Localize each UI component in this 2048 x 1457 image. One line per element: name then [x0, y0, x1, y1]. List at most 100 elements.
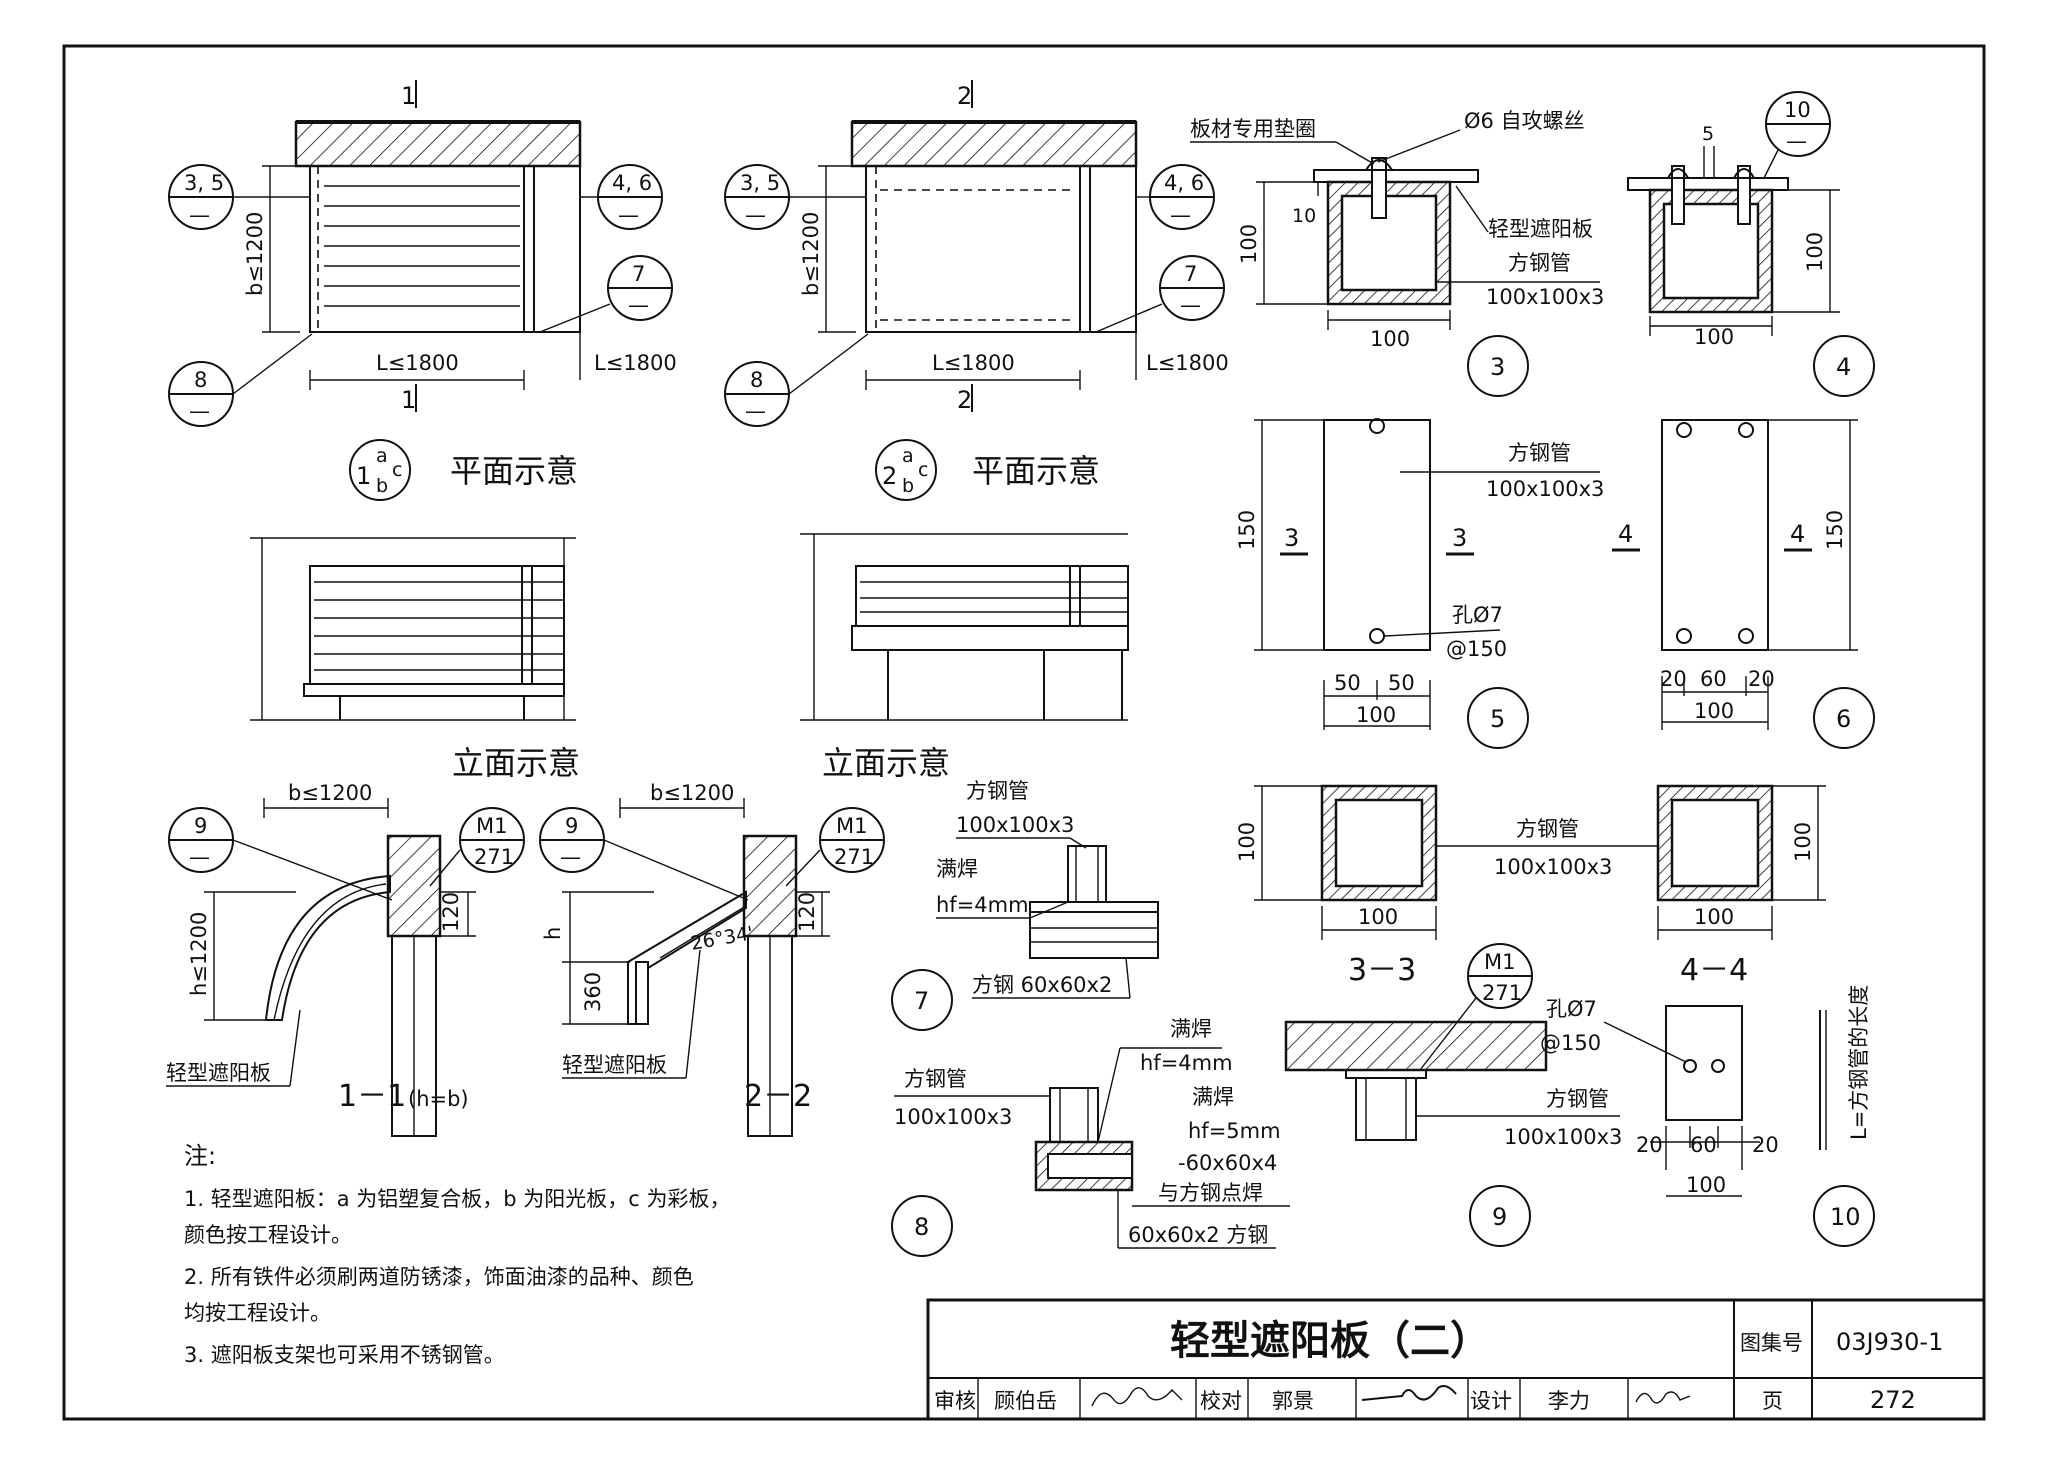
atlas-label: 图集号: [1740, 1331, 1803, 1355]
d10-dim-20a: 20: [1636, 1133, 1663, 1157]
d5-hole: 孔Ø7: [1452, 603, 1503, 627]
d7-small-tube-label: 方钢 60x60x2: [972, 973, 1112, 997]
plan2-dim-l2: L≤1800: [1146, 351, 1229, 375]
d9-m1-bottom: 271: [1482, 981, 1522, 1005]
d3-dim-10: 10: [1292, 205, 1316, 227]
d5-sec-right: 3: [1452, 524, 1467, 552]
section-1-1: b≤1200 h≤1200 120 9 — M1 271 轻型遮阳板 1－1 (…: [166, 781, 525, 1137]
d8-spot: 与方钢点焊: [1158, 1181, 1263, 1205]
plan1-label: 平面示意: [450, 452, 578, 490]
d4-callout-10-num: 10: [1784, 98, 1811, 122]
d10-hole: 孔Ø7: [1546, 997, 1597, 1021]
plan1-callout-right-top: 4, 6: [612, 171, 652, 195]
d5-dim-50b: 50: [1388, 671, 1415, 695]
page-label: 页: [1762, 1389, 1783, 1413]
d5-dim-50a: 50: [1334, 671, 1361, 695]
s44-tube: 方钢管: [1516, 817, 1579, 841]
d5-hole-spacing: @150: [1446, 637, 1507, 661]
d8-tube-size: 100x100x3: [894, 1105, 1012, 1129]
detail-10: 孔Ø7 @150 20 60 20 100 L=方钢管的长度 10: [1540, 985, 1875, 1247]
d3-num: 3: [1490, 353, 1505, 381]
d4-callout-10-dash: —: [1786, 129, 1807, 153]
d3-washer: 板材专用垫圈: [1190, 117, 1316, 141]
plan2-symbol-num: 2: [882, 462, 897, 490]
d3-screw: Ø6 自攻螺丝: [1464, 109, 1585, 133]
s44-label: 4－4: [1680, 953, 1748, 988]
section-3-3: 100 100 3－3: [1235, 784, 1438, 988]
designer-signature: [1635, 1391, 1691, 1404]
designer: 李力: [1548, 1389, 1590, 1413]
plan1-symbol-b: b: [376, 475, 388, 497]
d6-plate: [1661, 419, 1769, 651]
plan2-symbol-b: b: [902, 475, 914, 497]
sec22-callout-9-num: 9: [565, 814, 578, 838]
d3-panel: 轻型遮阳板: [1488, 217, 1593, 241]
d10-num: 10: [1830, 1203, 1861, 1231]
d6-dim-100: 100: [1694, 699, 1734, 723]
sec22-callout-9-dash: —: [560, 845, 581, 869]
plan2-callout-7-num: 7: [1184, 262, 1197, 286]
d7-small-tube: [1029, 911, 1159, 959]
plan-2: 2 2 b≤1200 L≤1800 L≤1800 3, 5 — 4, 6 — 7…: [724, 80, 1229, 501]
d4-dim-100h: 100: [1694, 325, 1734, 349]
d9-tube-label: 方钢管: [1546, 1087, 1609, 1111]
d7-tube: 方钢管: [966, 779, 1029, 803]
d9-marker: [1469, 1185, 1531, 1247]
notes-line-1: 1. 轻型遮阳板：a 为铝塑复合板，b 为阳光板，c 为彩板，: [184, 1187, 730, 1211]
d8-num: 8: [914, 1213, 929, 1241]
plan2-dim-b: b≤1200: [799, 212, 823, 296]
d9-tube-size: 100x100x3: [1504, 1125, 1622, 1149]
plan2-symbol-a: a: [902, 445, 914, 467]
s33-dim-100h: 100: [1358, 905, 1398, 929]
d5-plate: [1323, 419, 1431, 651]
sec22-dim-360: 360: [581, 972, 605, 1012]
notes: 注: 1. 轻型遮阳板：a 为铝塑复合板，b 为阳光板，c 为彩板， 颜色按工程…: [184, 1142, 730, 1367]
plan1-callout-left-top: 3, 5: [184, 171, 224, 195]
d8-hf2: hf=5mm: [1188, 1119, 1281, 1143]
sec22-panel-label: 轻型遮阳板: [562, 1053, 667, 1077]
d6-sec-left: 4: [1618, 520, 1633, 548]
d8-plate: -60x60x4: [1178, 1151, 1277, 1175]
plan1-sec-top: 1: [401, 82, 416, 110]
plan2-callout-left-top: 3, 5: [740, 171, 780, 195]
plan2-sec-bottom: 2: [957, 386, 972, 414]
plan1-dim-b: b≤1200: [243, 212, 267, 296]
d8-marker: [891, 1195, 953, 1257]
d6-num: 6: [1836, 705, 1851, 733]
elev1-label: 立面示意: [452, 744, 580, 782]
detail-5: 150 3 3 方钢管 100x100x3 孔Ø7 @150 50 50 100…: [1235, 418, 1604, 749]
plan2-callout-left-dash: —: [745, 203, 766, 227]
d7-hf: hf=4mm: [936, 893, 1029, 917]
d10-plate: [1665, 1005, 1743, 1121]
s33-dim-100v: 100: [1235, 822, 1259, 862]
d6-sec-right: 4: [1790, 520, 1805, 548]
sec11-note: (h=b): [408, 1087, 469, 1111]
d6-dim-20b: 20: [1748, 667, 1775, 691]
elev2-panel: [855, 565, 1129, 627]
d5-num: 5: [1490, 705, 1505, 733]
d9-tube: [1355, 1077, 1417, 1141]
d10-hole-spacing: @150: [1540, 1031, 1601, 1055]
d6-dim-150: 150: [1823, 510, 1847, 550]
plan1-callout-right-dash: —: [618, 203, 639, 227]
plan2-dim-l: L≤1800: [932, 351, 1015, 375]
d6-marker: [1813, 687, 1875, 749]
sec22-angle: 26°34': [689, 922, 755, 955]
detail-9: M1 271 方钢管 100x100x3 9: [1284, 943, 1622, 1247]
d10-dim-100: 100: [1686, 1173, 1726, 1197]
sec11-dim-h: h≤1200: [187, 912, 211, 996]
sec11-callout-9-dash: —: [189, 845, 210, 869]
plan1-dim-l: L≤1800: [376, 351, 459, 375]
d3-dim-100v: 100: [1237, 224, 1261, 264]
detail-7: 方钢管 100x100x3 满焊 hf=4mm 方钢 60x60x2 7: [891, 779, 1159, 1031]
sec22-dim-b: b≤1200: [650, 781, 734, 805]
sec22-panel: [627, 890, 747, 1025]
reviewer: 顾伯岳: [994, 1389, 1057, 1413]
d5-dim-100: 100: [1356, 703, 1396, 727]
s44-tube-size: 100x100x3: [1494, 855, 1612, 879]
plan1-symbol-c: c: [392, 459, 402, 481]
notes-line-2: 颜色按工程设计。: [184, 1223, 352, 1247]
check-label: 校对: [1200, 1389, 1242, 1413]
sec22-m1-bottom: 271: [834, 845, 874, 869]
